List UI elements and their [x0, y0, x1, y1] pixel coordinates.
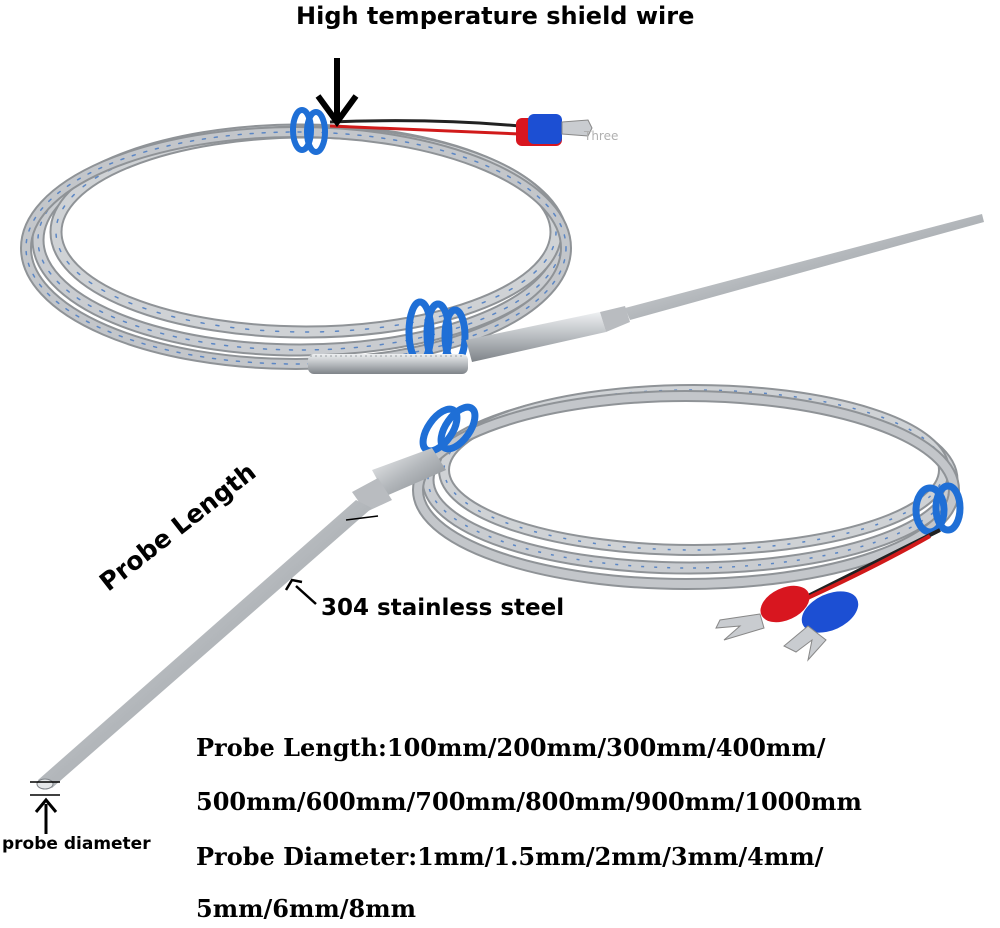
arrow-steel-icon — [295, 585, 317, 605]
shield-wire-label: High temperature shield wire — [296, 2, 695, 30]
spec-length-line-2: 500mm/600mm/700mm/800mm/900mm/1000mm — [196, 787, 862, 816]
probe-diameter-label: probe diameter — [2, 834, 151, 854]
length-dimension-line — [345, 515, 379, 521]
lower-probe — [36, 448, 446, 790]
spec-length-line-1: Probe Length:100mm/200mm/300mm/400mm/ — [196, 733, 826, 762]
lower-cable-tie-left — [419, 403, 479, 455]
upper-probe — [308, 214, 984, 374]
upper-cable-coil — [20, 123, 572, 370]
stainless-steel-label: 304 stainless steel — [321, 595, 565, 621]
arrow-down-head — [315, 94, 359, 128]
lower-cable-tie-right — [912, 482, 964, 536]
upper-cable-tie-top — [290, 107, 328, 155]
spec-diameter-line-2: 5mm/6mm/8mm — [196, 894, 416, 923]
watermark-text: Three — [583, 129, 618, 143]
lower-cable-coil — [412, 384, 960, 590]
upper-lead-wires — [329, 119, 521, 136]
annotations — [30, 58, 379, 834]
lower-terminals — [715, 585, 859, 662]
upper-blue-terminal — [516, 114, 593, 146]
spec-diameter-line-1: Probe Diameter:1mm/1.5mm/2mm/3mm/4mm/ — [196, 842, 824, 871]
